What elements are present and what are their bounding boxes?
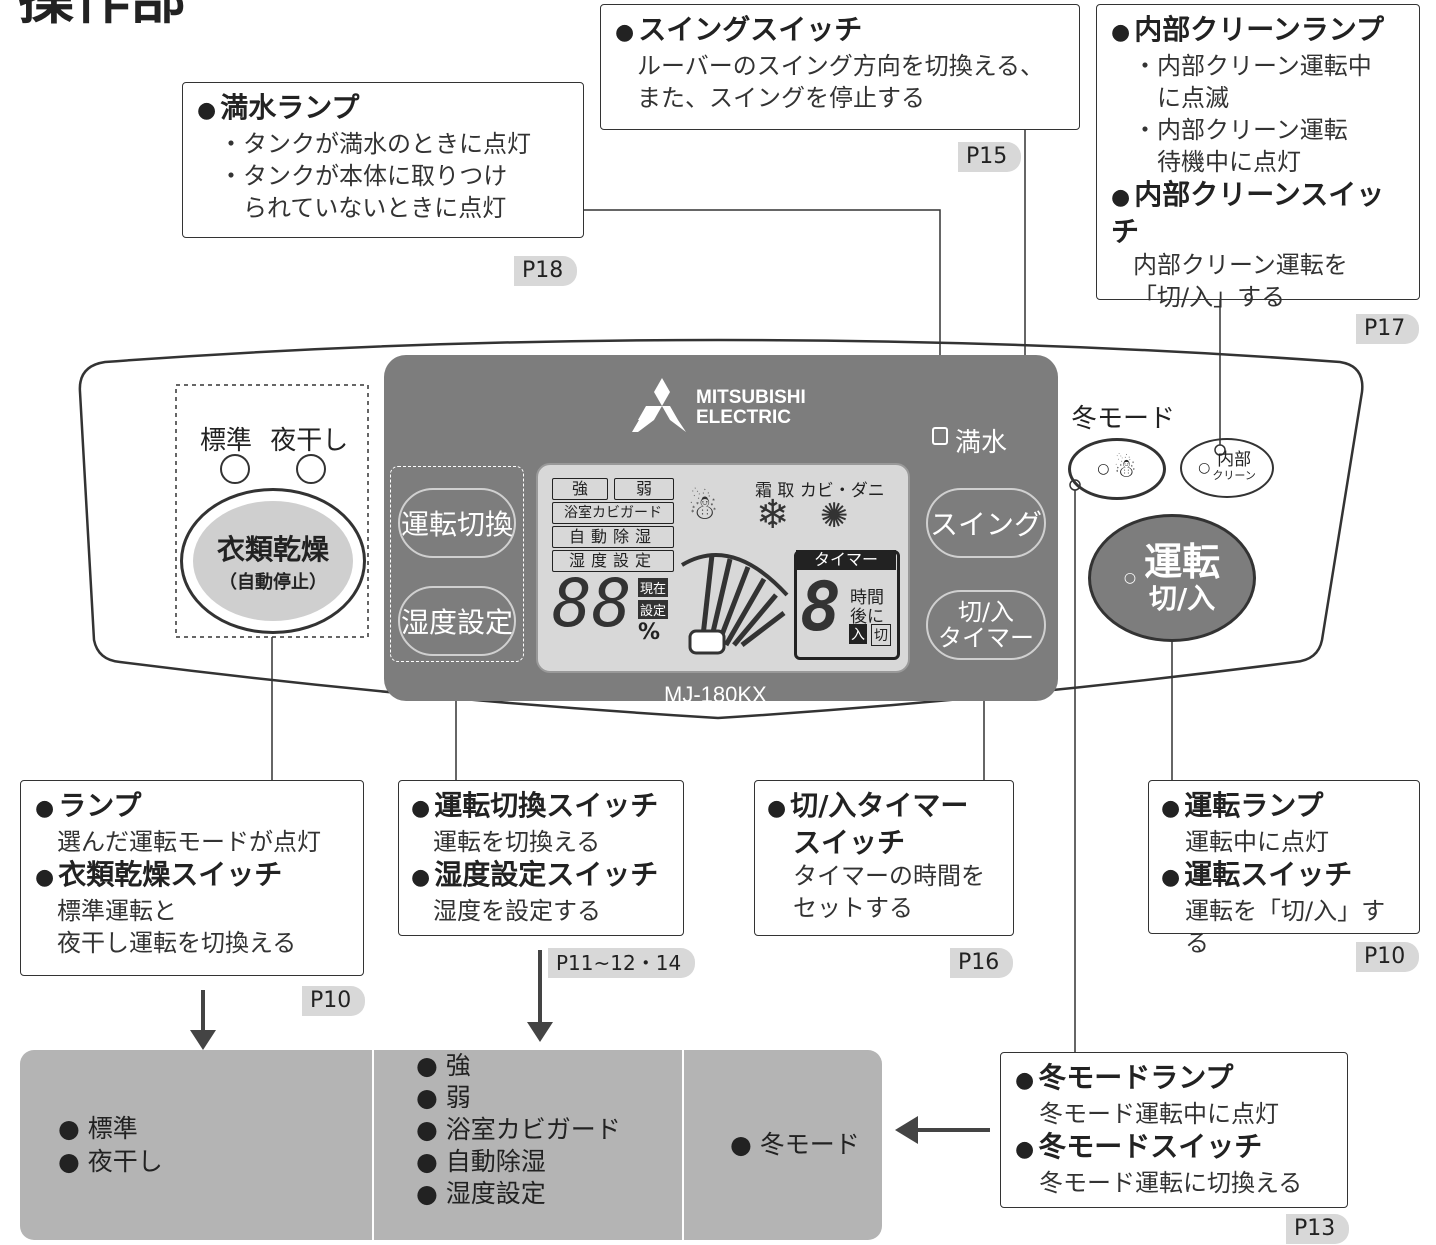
modes-divider-1: [372, 1050, 374, 1240]
page-ref-mansui: P18: [514, 256, 578, 286]
lcd-mode-shitsudo: 湿度設定: [552, 550, 674, 572]
lcd-mode-jaku: 弱: [614, 478, 674, 500]
lcd-top-labels: 霜 取 カビ・ダニ: [755, 481, 885, 501]
lcd-louver-icon: [680, 553, 789, 655]
callout-kirikae-title-2: 湿度設定スイッチ: [434, 858, 659, 891]
modes-box: [20, 1050, 882, 1240]
callout-timer-title-1: 切/入タイマー: [790, 789, 969, 822]
irui-sub-label: （自動停止）: [219, 572, 327, 593]
lcd-timer-digit: 8: [800, 568, 841, 647]
callout-lamp-title-2: 衣類乾燥スイッチ: [58, 858, 283, 891]
lcd-mode-jidou: 自動除湿: [552, 526, 674, 548]
swing-button[interactable]: スイング: [926, 488, 1046, 558]
callout-fuyu: ●冬モードランプ 冬モード運転中に点灯 ●冬モードスイッチ 冬モード運転に切換え…: [1000, 1052, 1348, 1208]
lcd-atoni: 後に: [850, 607, 884, 627]
lcd-percent: %: [638, 620, 661, 645]
model-number: MJ-180KX: [664, 682, 767, 707]
lcd-humidity-digits: 88: [552, 565, 632, 642]
callout-naibu-title-1: 内部クリーンランプ: [1134, 13, 1384, 46]
lamp-label-yoboshi: 夜干し: [270, 426, 349, 456]
lcd-iri: 入: [849, 624, 867, 644]
naibu-label-1: 内部: [1217, 450, 1252, 470]
lcd-mode-yokushitsu: 浴室カビガード: [552, 502, 674, 524]
callout-kirikae-title-1: 運転切換スイッチ: [434, 789, 659, 822]
mode-button-group: [390, 466, 524, 662]
lcd-kiri: 切: [871, 624, 891, 646]
page-ref-lamp: P10: [302, 986, 366, 1016]
callout-swing-title: スイングスイッチ: [638, 13, 863, 46]
callout-timer-title-2: スイッチ: [793, 826, 906, 859]
lcd-mode-tsuyo: 強: [552, 478, 608, 500]
page-ref-fuyu: P13: [1286, 1214, 1350, 1244]
callout-unten-title-2: 運転スイッチ: [1184, 858, 1353, 891]
lamp-hyojun: [220, 454, 250, 484]
irui-label: 衣類乾燥: [216, 533, 329, 566]
naibu-label-2: クリーン: [1212, 469, 1256, 482]
shitsudo-settei-button[interactable]: 湿度設定: [398, 586, 516, 656]
lcd-settei: 設定: [638, 600, 669, 619]
fuyu-lamp: ○: [1097, 461, 1110, 477]
modes-divider-2: [682, 1050, 684, 1240]
lcd-genzai: 現在: [638, 578, 669, 597]
callout-naibu-title-2: 内部クリーンスイッチ: [1111, 178, 1385, 248]
modes-col-1: ● 標準 ● 夜干し: [58, 1114, 163, 1176]
unten-label-1: 運転: [1144, 540, 1221, 584]
lcd-timer-label: タイマー: [796, 550, 896, 570]
page-ref-kirikae: P11~12・14: [548, 948, 696, 978]
fuyu-mode-button[interactable]: ○☃: [1068, 438, 1166, 500]
unten-lamp: ○: [1123, 570, 1137, 586]
callout-mansui: ●満水ランプ ・タンクが満水のときに点灯・タンクが本体に取りつけ られていないと…: [182, 82, 584, 238]
timer-label-1: 切/入: [957, 598, 1015, 626]
snowman-icon: ☃: [1113, 454, 1137, 484]
callout-fuyu-title-1: 冬モードランプ: [1038, 1061, 1234, 1094]
callout-mansui-title: 満水ランプ: [220, 91, 360, 124]
page-header: 操作部: [18, 0, 186, 30]
modes-col-3: ● 冬モード: [730, 1130, 860, 1159]
timer-label-2: タイマー: [938, 624, 1034, 652]
modes-col-2: ● 強 ● 弱 ● 浴室カビガード ● 自動除湿 ● 湿度設定: [416, 1051, 621, 1208]
naibu-lamp: ○: [1198, 460, 1211, 476]
callout-lamp: ●ランプ 選んだ運転モードが点灯 ●衣類乾燥スイッチ 標準運転と夜干し運転を切換…: [20, 780, 364, 976]
callout-lamp-title-1: ランプ: [58, 789, 142, 822]
page-ref-naibu: P17: [1356, 314, 1420, 344]
lamp-labels: 標準 夜干し: [200, 420, 348, 457]
callout-timer: ●切/入タイマー スイッチ タイマーの時間をセットする: [754, 780, 1014, 936]
naibu-clean-button[interactable]: ○ 内部 クリーン: [1180, 438, 1274, 498]
lcd-snowman-icon: ☃: [688, 488, 719, 528]
callout-naibu-clean: ●内部クリーンランプ ・内部クリーン運転中 に点滅・内部クリーン運転 待機中に点…: [1096, 4, 1420, 311]
lcd-frost-icon: ❄: [756, 492, 790, 538]
callout-unten: ●運転ランプ 運転中に点灯 ●運転スイッチ 運転を「切/入」する: [1148, 780, 1420, 957]
callout-swing: ●スイングスイッチ ルーバーのスイング方向を切換える、また、スイングを停止する: [600, 4, 1080, 130]
mansui-lamp: [932, 427, 948, 445]
callout-unten-title-1: 運転ランプ: [1184, 789, 1324, 822]
lamp-yoboshi: [296, 454, 326, 484]
mansui-label: 満水: [955, 428, 1008, 458]
lcd-mite-icon: ✺: [820, 496, 849, 536]
irui-kanso-button[interactable]: 衣類乾燥 （自動停止）: [180, 488, 366, 634]
mitsubishi-logo-icon: [632, 378, 686, 432]
timer-button[interactable]: 切/入 タイマー: [926, 590, 1046, 660]
page-ref-timer: P16: [950, 948, 1014, 978]
unten-label-2: 切/入: [1148, 582, 1216, 615]
fuyu-mode-label: 冬モード: [1071, 404, 1176, 434]
unten-kirikae-button[interactable]: 運転切換: [398, 488, 516, 558]
callout-unten-kirikae: ●運転切換スイッチ 運転を切換える ●湿度設定スイッチ 湿度を設定する: [398, 780, 684, 936]
callout-fuyu-title-2: 冬モードスイッチ: [1038, 1130, 1263, 1163]
page-ref-unten: P10: [1356, 942, 1420, 972]
page-ref-swing: P15: [958, 142, 1022, 172]
unten-button[interactable]: ○ 運転 切/入: [1088, 514, 1256, 642]
lamp-label-hyojun: 標準: [200, 426, 253, 456]
lcd-jikan: 時間: [850, 588, 884, 608]
